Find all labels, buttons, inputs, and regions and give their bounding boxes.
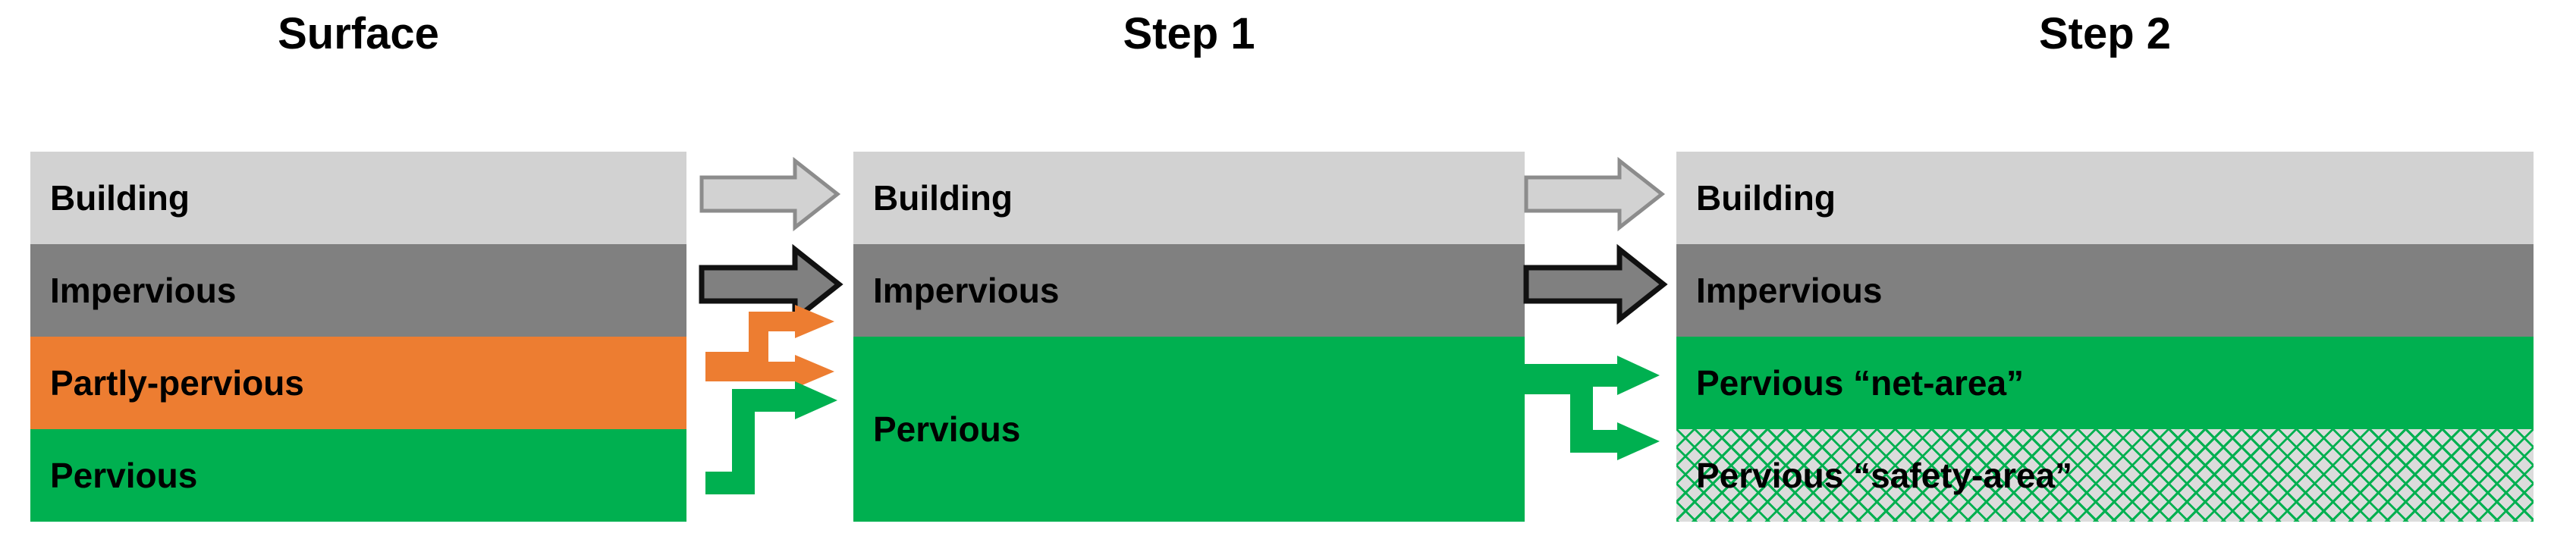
arrow-step1-pervious-to-step2-safety-area: [1517, 372, 1660, 460]
band-label: Building: [1696, 178, 1836, 218]
band-label: Building: [50, 178, 190, 218]
band-surface-building: Building: [30, 152, 686, 244]
band-label: Pervious: [50, 456, 198, 495]
band-surface-impervious: Impervious: [30, 244, 686, 337]
band-label: Impervious: [50, 271, 237, 310]
band-label: Building: [873, 178, 1013, 218]
band-label: Pervious “safety-area”: [1696, 456, 2073, 495]
band-step1-building: Building: [853, 152, 1525, 244]
arrow-step1-impervious-to-step2-impervious: [1523, 243, 1668, 325]
band-surface-pervious: Pervious: [30, 429, 686, 522]
arrow-surface-pervious-to-step1-pervious: [705, 381, 837, 494]
band-label: Impervious: [873, 271, 1060, 310]
arrow-step1-pervious-to-step2-net-area: [1517, 356, 1660, 395]
arrow-surface-partly-pervious-to-step1-pervious: [705, 355, 834, 388]
band-step2-pervious-net-area: Pervious “net-area”: [1676, 337, 2534, 429]
band-surface-partly-pervious: Partly-pervious: [30, 337, 686, 429]
stack-step2: Building Impervious Pervious “net-area” …: [1676, 152, 2534, 522]
band-step1-impervious: Impervious: [853, 244, 1525, 337]
band-step2-impervious: Impervious: [1676, 244, 2534, 337]
stack-surface: Building Impervious Partly-pervious Perv…: [30, 152, 686, 522]
stack-step1: Building Impervious Pervious: [853, 152, 1525, 522]
band-step1-pervious: Pervious: [853, 337, 1525, 522]
band-label: Pervious “net-area”: [1696, 363, 2025, 403]
band-label: Pervious: [873, 409, 1021, 449]
band-step2-pervious-safety-area: Pervious “safety-area”: [1676, 429, 2534, 522]
arrow-surface-partly-pervious-to-step1-impervious: [705, 305, 834, 372]
column-title-step1: Step 1: [1123, 9, 1255, 58]
band-step2-building: Building: [1676, 152, 2534, 244]
band-label: Partly-pervious: [50, 363, 304, 403]
band-label: Impervious: [1696, 271, 1883, 310]
arrow-step1-building-to-step2-building: [1524, 156, 1666, 232]
arrow-surface-impervious-to-step1-impervious: [699, 243, 843, 325]
arrow-surface-building-to-step1-building: [699, 156, 841, 232]
column-title-step2: Step 2: [2038, 9, 2172, 58]
column-title-surface: Surface: [278, 9, 439, 58]
